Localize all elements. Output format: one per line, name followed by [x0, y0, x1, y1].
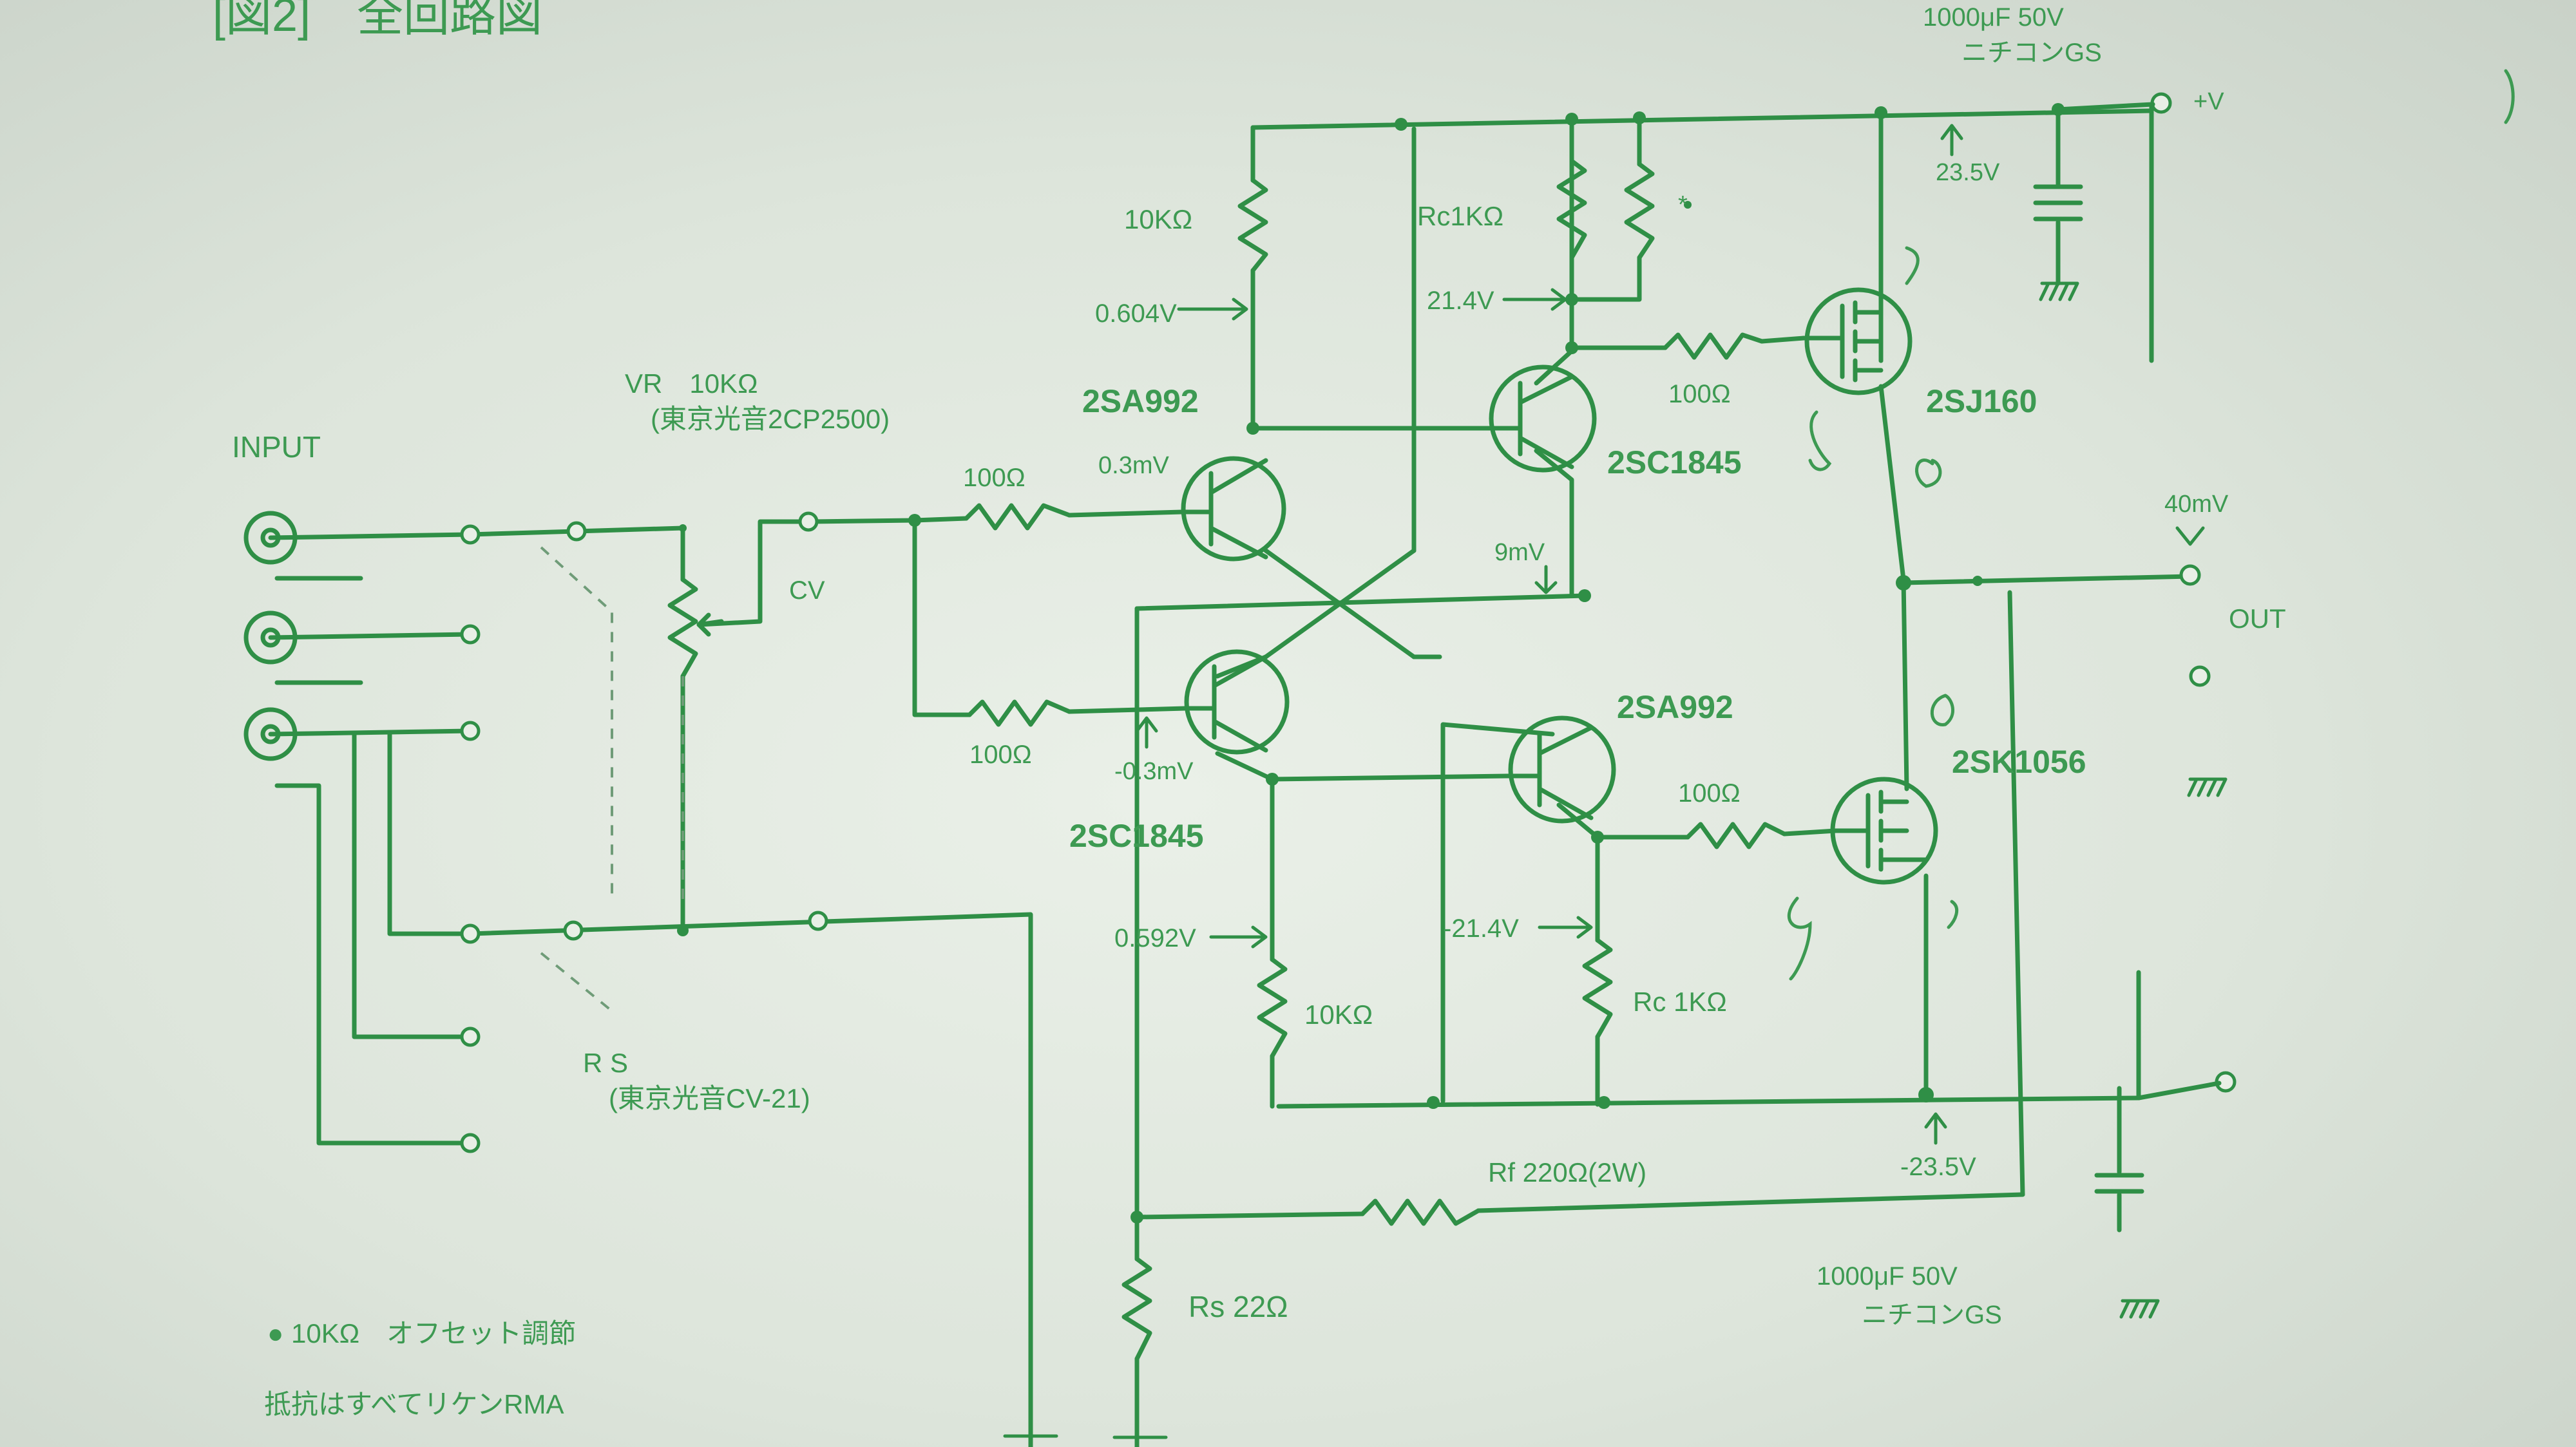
- selector-terminal-common[interactable]: [566, 521, 587, 542]
- selector-terminal-1b[interactable]: [460, 923, 481, 944]
- v-neg21-4-label: -21.4V: [1443, 914, 1519, 943]
- resistors: [667, 158, 1787, 1361]
- note-resistor-label: 抵抗はすべてリケンRMA: [264, 1389, 564, 1419]
- vr-label: VR 10KΩ: [625, 368, 758, 399]
- ground-top-icon: [2039, 281, 2079, 301]
- resistor-rc-bot: [1582, 938, 1613, 1039]
- plus-v-label: +V: [2193, 88, 2224, 115]
- input-jack-1[interactable]: [243, 511, 298, 565]
- rc-top-label: Rc1KΩ: [1417, 201, 1503, 231]
- v-9mv-label: 9mV: [1494, 539, 1545, 566]
- capacitor-top-symbol: [2033, 184, 2083, 222]
- resistor-offset: [1624, 162, 1655, 260]
- selector-terminal-2a[interactable]: [460, 624, 481, 645]
- q1-current-label: 0.3mV: [1098, 452, 1169, 479]
- out-ground-terminal[interactable]: [2189, 665, 2211, 687]
- resistor-rf: [1360, 1198, 1481, 1226]
- ground-output-icon: [2187, 777, 2228, 797]
- r-100-gate-bot-label: 100Ω: [1678, 779, 1741, 808]
- resistor-gate-bot: [1685, 822, 1787, 849]
- q3-current-label: -0.3mV: [1114, 758, 1194, 785]
- input-jacks[interactable]: [243, 511, 298, 761]
- transistor-2sc1845-bot-symbol: [1184, 649, 1290, 755]
- rs-part-label: (東京光音CV-21): [609, 1083, 810, 1113]
- v-neg23-5-label: -23.5V: [1900, 1153, 1976, 1181]
- resistor-in-bot: [967, 699, 1072, 727]
- terminals[interactable]: [460, 92, 2237, 1153]
- capacitor-bottom-symbol: [2094, 1173, 2144, 1194]
- mosfet-2sj160-symbol: [1804, 287, 1913, 395]
- offset-star-label: *: [1678, 191, 1688, 218]
- q-2sc1845-top-label: 2SC1845: [1607, 444, 1742, 480]
- rs-label: R S: [583, 1048, 628, 1078]
- v-0604-label: 0.604V: [1095, 299, 1177, 328]
- selector-terminal-2b[interactable]: [460, 1026, 481, 1047]
- resistor-gate-top: [1663, 332, 1764, 360]
- resistor-10k-bot: [1257, 957, 1288, 1059]
- r-10k-top-label: 10KΩ: [1124, 204, 1192, 234]
- out-label: OUT: [2229, 603, 2286, 634]
- figure-title: [図2] 全回路図: [213, 0, 542, 41]
- out-terminal[interactable]: [2179, 564, 2201, 586]
- q-2sk1056-label: 2SK1056: [1952, 744, 2086, 780]
- junction-dots: [677, 103, 2065, 1224]
- potentiometer-vr: [667, 577, 698, 679]
- r-10k-bot-label: 10KΩ: [1304, 999, 1373, 1030]
- labels: [図2] 全回路図 INPUT VR 10KΩ (東京光音2CP2500) CV…: [213, 0, 2286, 1419]
- rail-terminal[interactable]: [808, 911, 828, 931]
- resistor-10k-top: [1237, 178, 1268, 273]
- input-jack-3[interactable]: [243, 707, 298, 761]
- handwritten-marks: [1684, 69, 2515, 981]
- out-mv-label: 40mV: [2164, 491, 2229, 518]
- cap-bot-rating-label: 1000μF 50V: [1817, 1262, 1958, 1291]
- capacitors-and-grounds: [1003, 184, 2228, 1439]
- selector-terminal-1a[interactable]: [460, 524, 481, 545]
- resistor-rc-top: [1556, 158, 1587, 260]
- resistor-in-top: [964, 503, 1072, 531]
- rs22-label: Rs 22Ω: [1188, 1290, 1288, 1323]
- cv-terminal[interactable]: [798, 511, 819, 532]
- selector-terminal-3a[interactable]: [460, 721, 481, 741]
- ground-bottom-right-icon: [2119, 1299, 2160, 1319]
- mosfet-2sk1056-symbol: [1830, 777, 1938, 885]
- cap-top-brand-label: ニチコンGS: [1961, 39, 2102, 67]
- selector-terminal-common-b[interactable]: [563, 920, 584, 941]
- v-21-4-top-label: 21.4V: [1427, 287, 1494, 315]
- vr-part-label: (東京光音2CP2500): [651, 404, 890, 434]
- transistors: [1179, 287, 1938, 885]
- rc-bot-label: Rc 1KΩ: [1633, 987, 1727, 1017]
- r-100-in-bot-label: 100Ω: [969, 741, 1032, 769]
- q-2sa992-bot-label: 2SA992: [1617, 689, 1733, 725]
- cap-top-rating-label: 1000μF 50V: [1923, 3, 2064, 32]
- rf-label: Rf 220Ω(2W): [1488, 1157, 1646, 1187]
- q-2sj160-label: 2SJ160: [1926, 383, 2037, 419]
- transistor-2sc1845-top-symbol: [1489, 364, 1597, 473]
- resistor-rs22: [1121, 1256, 1152, 1361]
- cap-bot-brand-label: ニチコンGS: [1862, 1301, 2002, 1329]
- transistor-2sa992-top-symbol: [1181, 456, 1286, 562]
- v-0592-label: 0.592V: [1114, 924, 1196, 952]
- q-2sa992-top-label: 2SA992: [1082, 383, 1199, 419]
- input-label: INPUT: [232, 430, 321, 464]
- r-100-in-top-label: 100Ω: [963, 464, 1026, 492]
- r-100-gate-top-label: 100Ω: [1668, 380, 1731, 408]
- plus-v-terminal[interactable]: [2150, 92, 2172, 114]
- note-offset-label: ● 10KΩ オフセット調節: [267, 1318, 576, 1348]
- cv-label: CV: [789, 576, 825, 605]
- v-23-5-top-label: 23.5V: [1936, 159, 2000, 186]
- input-jack-2[interactable]: [243, 610, 298, 665]
- switch-linkage: [540, 546, 684, 1012]
- q-2sc1845-bot-label: 2SC1845: [1069, 818, 1204, 854]
- transistor-2sa992-bot-symbol: [1508, 715, 1616, 824]
- selector-terminal-3b[interactable]: [460, 1133, 481, 1153]
